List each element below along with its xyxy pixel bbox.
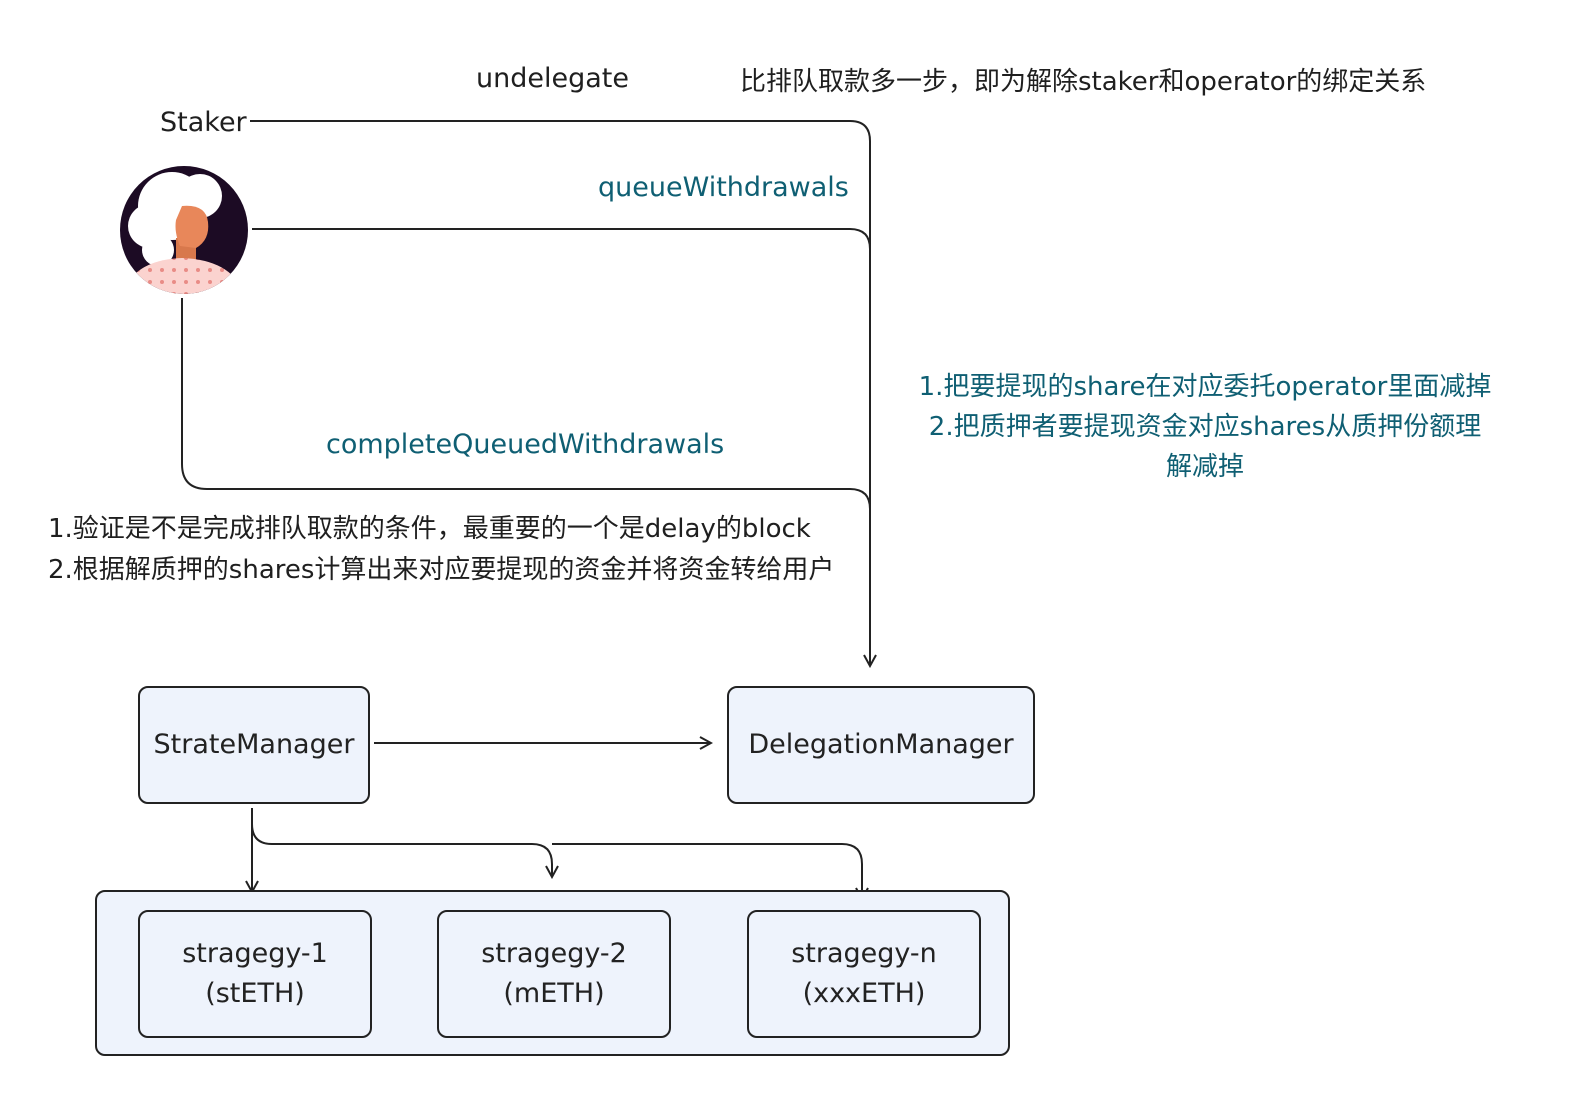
queue-withdrawals-connector (252, 228, 871, 250)
undelegate-note: 比排队取款多一步，即为解除staker和operator的绑定关系 (740, 67, 1427, 97)
strategy-n-name: stragegy-n (791, 938, 937, 969)
delegation-manager-label: DelegationManager (748, 729, 1014, 760)
strategy-1-asset: (stETH) (205, 978, 305, 1009)
queue-withdrawals-label: queueWithdrawals (598, 172, 849, 203)
strate-to-strategy-n-arrow (552, 843, 862, 899)
strate-manager-node[interactable]: StrateManager (138, 686, 370, 804)
strategy-1-node[interactable]: stragegy-1 (stETH) (138, 910, 372, 1038)
strategy-2-name: stragegy-2 (481, 938, 627, 969)
queue-note: 1.把要提现的share在对应委托operator里面减掉 2.把质押者要提现资… (905, 367, 1525, 487)
queue-note-line-1: 1.把要提现的share在对应委托operator里面减掉 (918, 372, 1492, 402)
strate-manager-label: StrateManager (153, 729, 355, 760)
undelegate-connector (250, 120, 870, 666)
strategy-1-name: stragegy-1 (182, 938, 328, 969)
strate-to-strategies-branch (251, 808, 552, 877)
queue-note-line-3: 解减掉 (1165, 452, 1244, 482)
strategy-n-node[interactable]: stragegy-n (xxxETH) (747, 910, 981, 1038)
queue-note-line-2: 2.把质押者要提现资金对应shares从质押份额理 (928, 412, 1482, 442)
complete-queued-withdrawals-label: completeQueuedWithdrawals (326, 429, 725, 460)
undelegate-label: undelegate (476, 63, 629, 94)
strategy-n-asset: (xxxETH) (802, 978, 926, 1009)
staker-label: Staker (160, 107, 247, 138)
delegation-manager-node[interactable]: DelegationManager (727, 686, 1035, 804)
strategy-2-node[interactable]: stragegy-2 (mETH) (437, 910, 671, 1038)
complete-note-line-1: 1.验证是不是完成排队取款的条件，最重要的一个是delay的block (48, 514, 811, 544)
complete-withdrawals-connector (181, 298, 871, 510)
strategy-2-asset: (mETH) (503, 978, 605, 1009)
person-avatar-icon (120, 166, 248, 294)
complete-note-line-2: 2.根据解质押的shares计算出来对应要提现的资金并将资金转给用户 (48, 555, 835, 585)
